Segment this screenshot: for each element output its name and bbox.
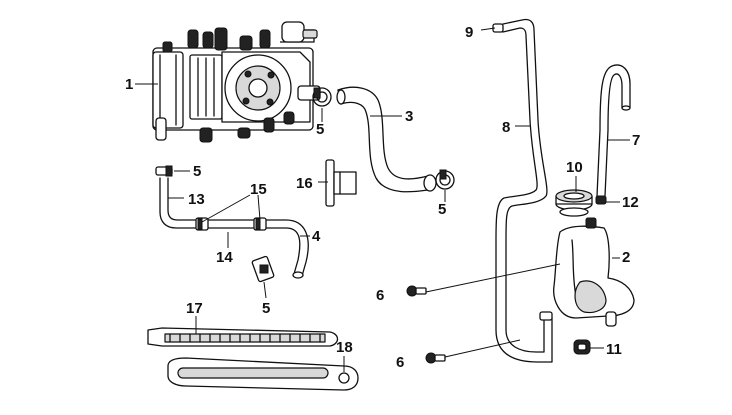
callout-18: 18 (336, 339, 353, 356)
callout-labels: 1 2 3 4 5 5 5 5 6 6 7 8 9 10 11 12 13 14… (125, 24, 640, 371)
clamp-part-bottom (251, 255, 275, 283)
radiator-part (152, 21, 321, 143)
callout-11: 11 (606, 341, 622, 358)
clamp-part-upper (312, 87, 332, 107)
cable-tie-part (147, 327, 339, 347)
callout-7: 7 (632, 132, 640, 149)
strap-part (167, 357, 359, 391)
callout-17: 17 (186, 300, 203, 317)
callout-5-upper-clamp: 5 (316, 121, 324, 138)
reservoir-clamp-part (573, 339, 591, 355)
clamp-part-left (155, 165, 173, 177)
callout-15: 15 (250, 181, 267, 198)
callout-2: 2 (622, 249, 630, 266)
callout-12: 12 (622, 194, 639, 211)
callout-6-upper-bolt: 6 (376, 287, 384, 304)
overflow-hose-part (492, 18, 553, 363)
callout-10: 10 (566, 159, 583, 176)
callout-14: 14 (216, 249, 233, 266)
clamp-part-lower-hose (435, 169, 455, 190)
upper-hose-part (336, 86, 437, 193)
reservoir-tank-part (553, 217, 635, 327)
breather-hose-part (595, 64, 631, 205)
bolt-part-upper (406, 285, 427, 297)
callout-8: 8 (502, 119, 510, 136)
callout-6-lower-bolt: 6 (396, 354, 404, 371)
callout-9: 9 (465, 24, 473, 41)
callout-3: 3 (405, 108, 413, 125)
callout-13: 13 (188, 191, 205, 208)
bolt-part-lower (425, 352, 446, 364)
callout-16: 16 (296, 175, 313, 192)
callout-5-bottom-clamp: 5 (262, 300, 270, 317)
bracket-part (325, 159, 357, 207)
callout-4: 4 (312, 228, 321, 245)
bypass-hose-part (159, 177, 309, 279)
leader-lines (135, 27, 630, 372)
callout-5-left-clamp: 5 (193, 163, 201, 180)
callout-5-hose-clamp: 5 (438, 201, 446, 218)
callout-1: 1 (125, 76, 133, 93)
reservoir-cap-part (555, 189, 593, 217)
